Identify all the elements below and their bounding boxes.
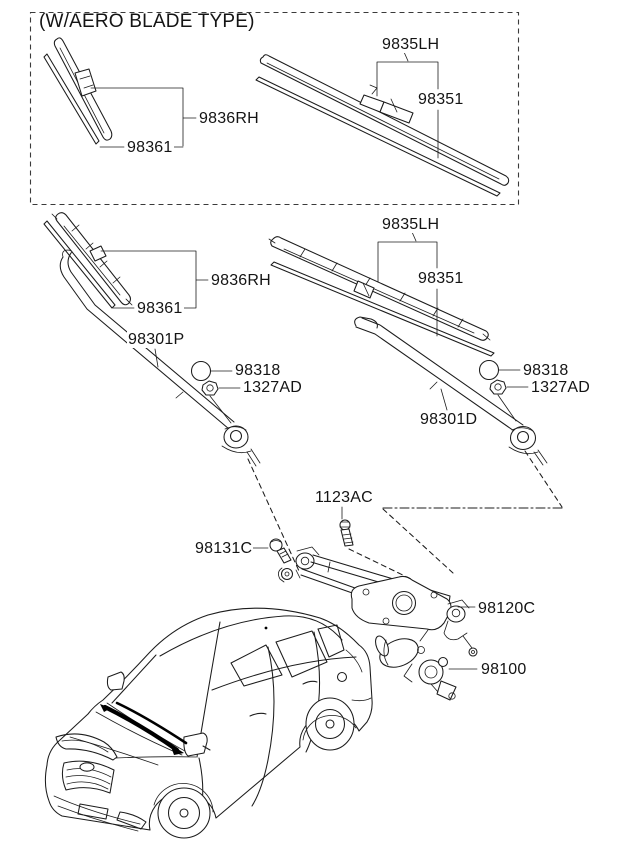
wiper-blade-rh-drawing (43, 212, 133, 309)
bolt-98131c-drawing (249, 538, 292, 564)
part-label-aero-refill-lh: 98351 (417, 91, 465, 108)
part-label-nut-driver: 1327AD (530, 379, 592, 396)
leader-blade-lh (377, 231, 438, 337)
part-label-aero-blade-rh: 9836RH (198, 110, 260, 127)
part-label-refill-lh: 98351 (417, 270, 465, 287)
part-label-cap-passenger: 98318 (234, 362, 282, 379)
pivot-cap-right-drawing (478, 359, 521, 381)
wiper-motor-drawing (375, 635, 478, 701)
part-label-aero-refill-rh: 98361 (126, 139, 174, 156)
part-label-cap-driver: 98318 (522, 362, 570, 379)
part-label-refill-rh: 98361 (136, 300, 184, 317)
part-label-linkage-assy: 98120C (477, 600, 537, 617)
part-label-blade-lh: 9835LH (381, 216, 441, 233)
pivot-nut-left-drawing (201, 380, 241, 424)
wiper-blade-lh-drawing (268, 236, 495, 357)
wiper-linkage-drawing (278, 546, 478, 657)
car-drawing (44, 607, 373, 839)
aero-wiper-blade-rh-drawing (43, 37, 113, 145)
part-label-bolt-pivot: 98131C (194, 540, 254, 557)
pivot-nut-right-drawing (489, 379, 529, 422)
part-label-blade-rh: 9836RH (210, 272, 272, 289)
part-label-arm-driver: 98301D (419, 411, 479, 428)
wiper-arm-passenger-drawing (59, 249, 300, 572)
bolt-1123ac-drawing (339, 506, 412, 580)
part-label-aero-blade-lh: 9835LH (381, 36, 441, 53)
part-label-arm-passenger: 98301P (127, 331, 186, 348)
leader-aero-lh (376, 51, 439, 159)
aero-blade-type-box (29, 11, 520, 206)
aero-box-title: (W/AERO BLADE TYPE) (39, 11, 255, 32)
highlighted-wipers (100, 701, 188, 755)
pivot-cap-left-drawing (190, 360, 233, 382)
leader-aero-rh (90, 87, 197, 148)
leader-blade-rh (100, 250, 209, 309)
part-label-bolt-linkage: 1123AC (314, 489, 374, 506)
wiper-arm-driver-drawing (354, 316, 563, 574)
part-label-wiper-motor: 98100 (480, 661, 528, 678)
part-label-nut-passenger: 1327AD (242, 379, 304, 396)
aero-wiper-blade-lh-drawing (255, 54, 510, 197)
